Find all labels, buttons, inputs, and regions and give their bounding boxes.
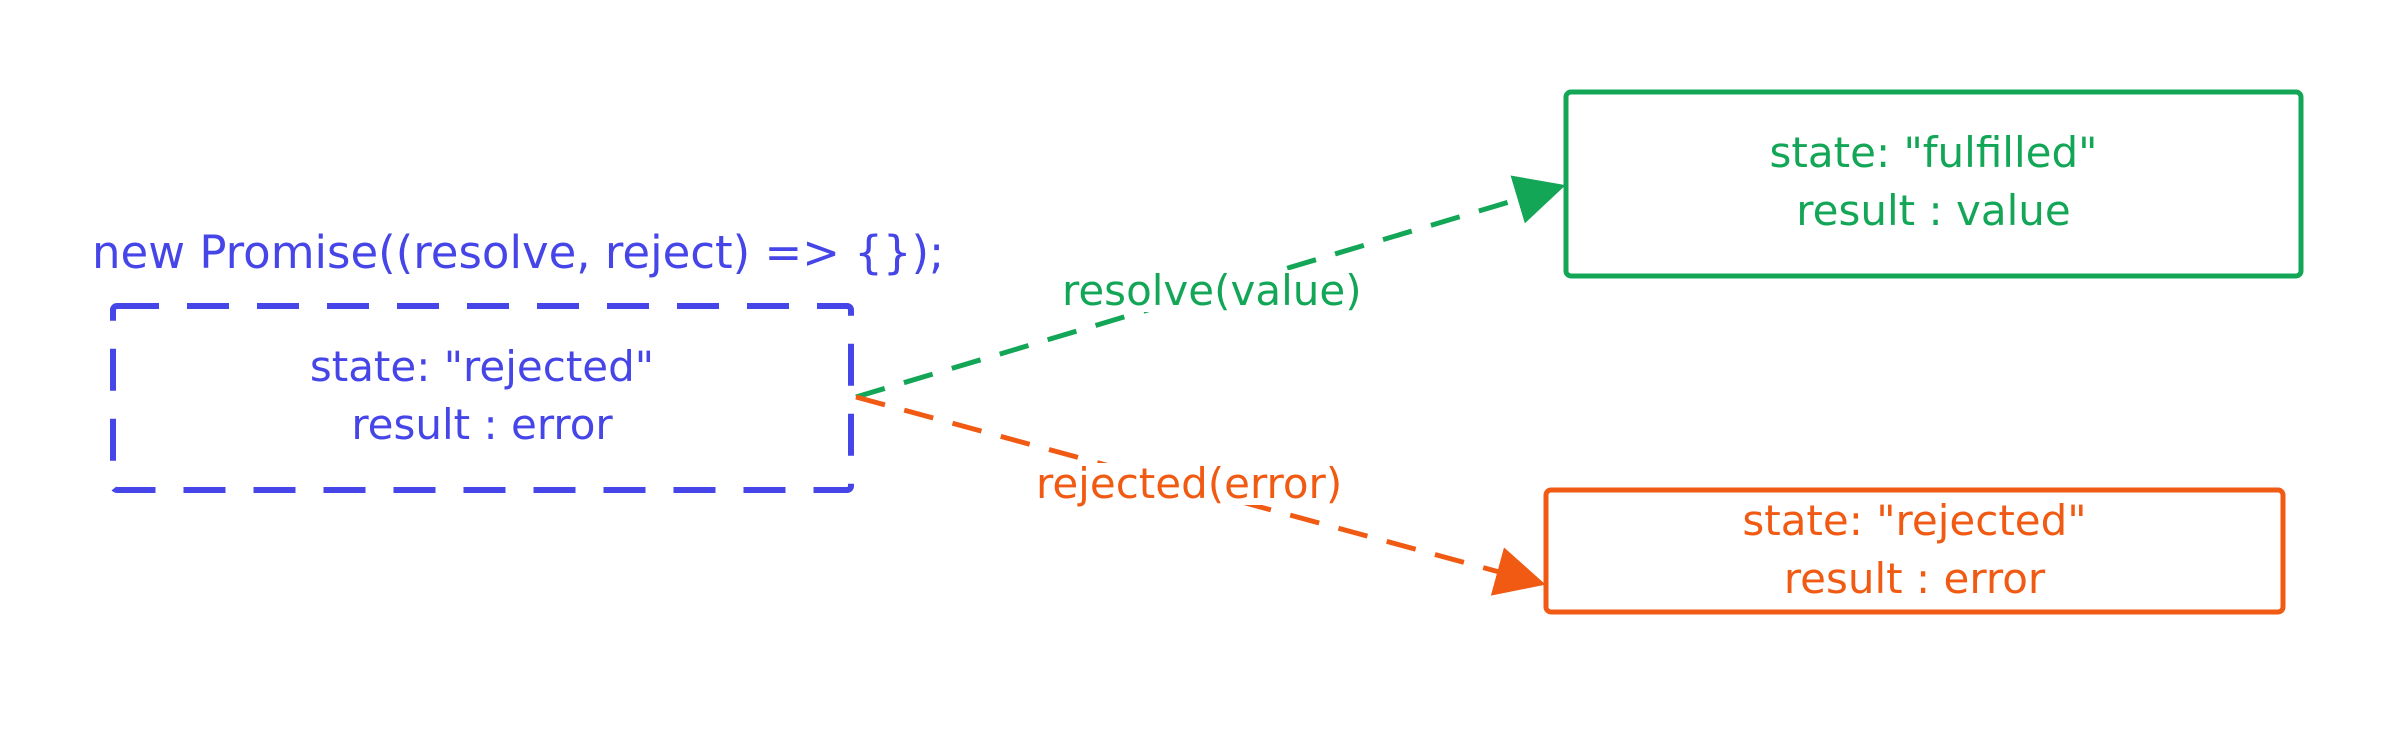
source-box-text: state: "rejected" result : error: [113, 338, 851, 454]
rejected-box-text: state: "rejected" result : error: [1546, 492, 2283, 608]
source-state-text: state: "rejected": [309, 342, 655, 391]
fulfilled-state-box: [1563, 89, 2304, 279]
source-promise-box: [110, 303, 854, 493]
rejected-result-text: result : error: [1783, 554, 2046, 603]
fulfilled-box-text: state: "fulfilled" result : value: [1566, 124, 2301, 240]
fulfilled-result-text: result : value: [1796, 186, 2071, 235]
promise-constructor-caption: new Promise((resolve, reject) => {});: [92, 226, 945, 279]
resolve-edge-label: resolve(value): [1058, 270, 1366, 312]
rejected-state-text: state: "rejected": [1742, 496, 2087, 545]
fulfilled-state-text: state: "fulfilled": [1769, 128, 2098, 177]
rejected-state-box: [1543, 487, 2286, 615]
source-result-text: result : error: [351, 400, 613, 449]
reject-edge-label: rejected(error): [1032, 463, 1347, 505]
